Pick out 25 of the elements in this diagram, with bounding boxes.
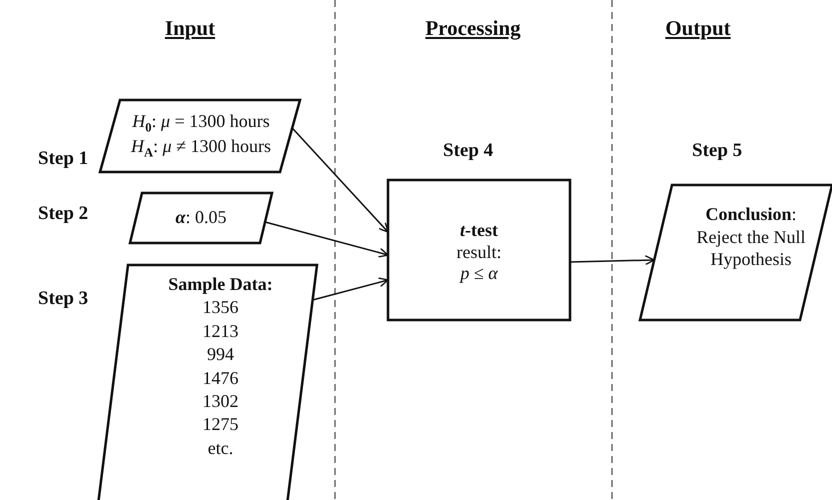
node-text: 1356 1213 994 1476 1302 1275 etc.	[202, 296, 240, 460]
node-text: α: 0.05	[176, 207, 226, 229]
node-text: t-test	[460, 220, 498, 242]
column-heading: Input	[164, 16, 216, 41]
step-label: Step 3	[38, 288, 88, 310]
data-parallelogram	[640, 185, 832, 320]
column-heading: Output	[665, 16, 731, 41]
node-text: Conclusion: Reject the Null Hypothesis	[696, 203, 806, 270]
data-parallelogram	[130, 193, 272, 243]
node-text: Sample Data:	[168, 273, 273, 296]
step-label: Step 2	[38, 203, 88, 225]
step-label: Step 1	[38, 148, 88, 170]
data-parallelogram	[100, 100, 300, 172]
step-label: Step 4	[443, 140, 494, 162]
arrow	[570, 255, 655, 266]
arrow	[312, 277, 389, 301]
node-text: result: p ≤ α	[456, 242, 502, 285]
data-parallelogram	[98, 265, 317, 500]
step-label: Step 5	[692, 140, 742, 162]
process-box	[388, 180, 570, 320]
column-heading: Processing	[425, 16, 521, 41]
node-text: H$_{0}$: μ = 1300 hours	[132, 111, 270, 136]
node-text: H$_{A}$: μ ≠ 1300 hours	[130, 136, 272, 161]
arrow	[264, 221, 389, 258]
arrow	[292, 128, 389, 233]
